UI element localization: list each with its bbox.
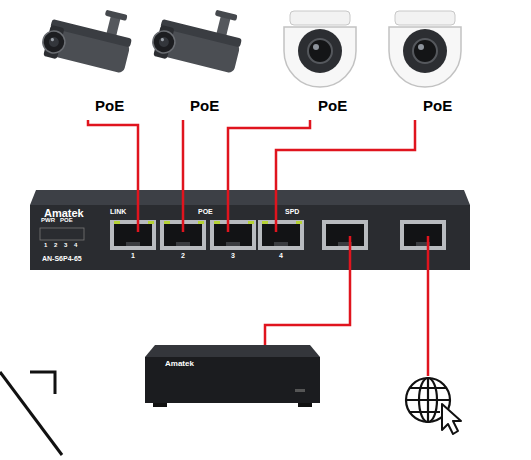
switch-label: LINK (110, 208, 126, 216)
switch-label: 3 (231, 252, 235, 260)
node-text: PoE (318, 97, 347, 115)
switch-label: POE (60, 217, 73, 224)
camera-node: PoE (40, 5, 140, 120)
switch-label: 2 (54, 242, 57, 249)
poe-switch (30, 190, 470, 270)
node-text: Amatek (165, 359, 194, 369)
cursor-icon (442, 404, 461, 434)
bullet-camera (40, 5, 140, 120)
nvr-node: Amatek (145, 345, 320, 407)
network-wire (427, 270, 430, 376)
switch-label: PWR (41, 217, 55, 224)
switch-label: 1 (131, 252, 135, 260)
node-text: AN-S6P4-65 (42, 255, 82, 263)
crossed-icon (0, 372, 62, 455)
node-text: PoE (423, 97, 452, 115)
node-text: PoE (95, 97, 124, 115)
switch-label: 4 (279, 252, 283, 260)
camera-node: PoE (375, 5, 475, 120)
poe-cable (228, 120, 310, 190)
switch-node: AmatekAN-S6P4-65LINKPOESPDPWRPOE12341234 (30, 190, 470, 270)
nvr-recorder (145, 345, 320, 407)
switch-label: 1 (44, 242, 47, 249)
poe-cable (276, 120, 415, 190)
switch-label: 2 (181, 252, 185, 260)
poe-cable (88, 120, 138, 190)
switch-label: POE (198, 208, 213, 216)
node-text: PoE (190, 97, 219, 115)
switch-label: 4 (74, 242, 77, 249)
poe-cable (265, 270, 350, 345)
switch-label: 3 (64, 242, 67, 249)
camera-node: PoE (270, 5, 370, 120)
switch-label: SPD (285, 208, 299, 216)
camera-node: PoE (150, 5, 250, 120)
poe-cable (182, 120, 185, 190)
